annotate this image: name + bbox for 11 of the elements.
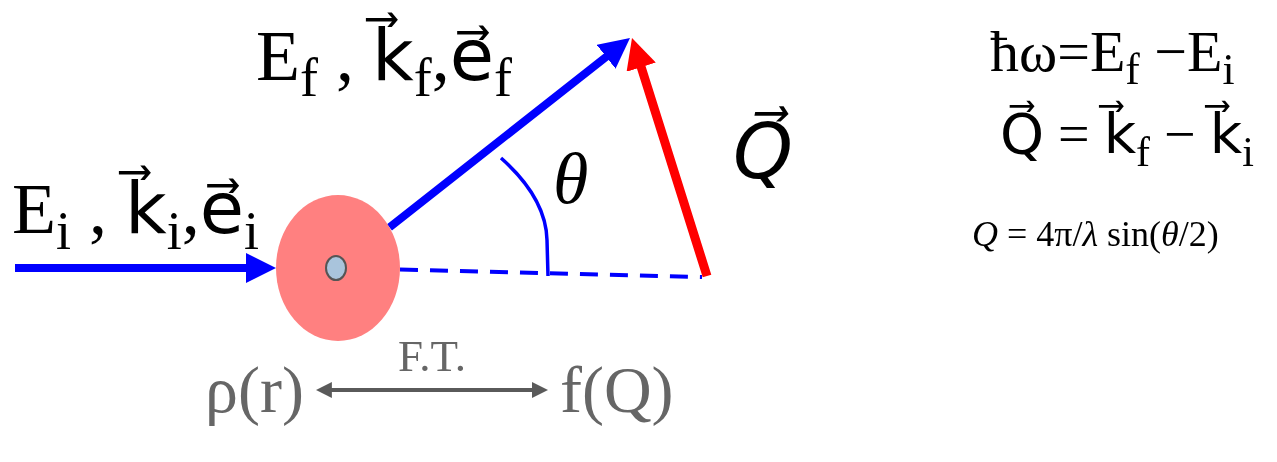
dashed-line [399, 267, 703, 279]
double-arrow [315, 382, 548, 398]
equation: ħω=E$_{f}$ −E$_{i}$ [990, 18, 1235, 89]
equation: Q = 4π/λ sin(θ/2) [972, 213, 1219, 256]
edge-label: E$_{f}$ , k⃗$_{f}$,e⃗$_{f}$ [256, 11, 512, 101]
sample-disc [276, 195, 400, 341]
vector-label: Q⃗ [733, 105, 793, 198]
equation: Q⃗ = k⃗$_{f}$ − k⃗$_{i}$ [1000, 99, 1254, 169]
angle-label: θ [553, 138, 589, 221]
edge-label: E$_{i}$ , k⃗$_{i}$,e⃗$_{i}$ [12, 164, 260, 254]
edge-label: F.T. [397, 334, 466, 379]
